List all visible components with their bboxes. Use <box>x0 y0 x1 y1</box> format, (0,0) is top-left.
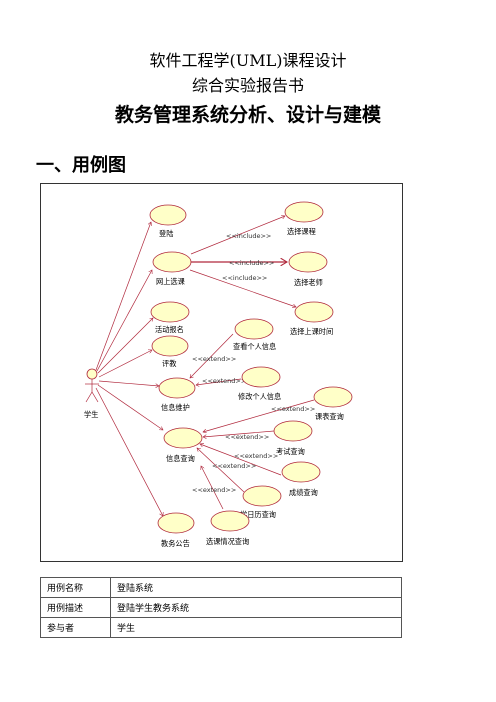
use-case-description-table: 用例名称 登陆系统 用例描述 登陆学生教务系统 参与者 学生 <box>40 577 402 638</box>
extend-label-2: <<extend>> <box>202 377 246 385</box>
extend-label-4: <<extend>> <box>225 433 269 441</box>
table-row: 用例名称 登陆系统 <box>40 577 402 598</box>
use-case-login: 登陆 <box>149 204 187 238</box>
svg-text:登陆: 登陆 <box>159 229 173 238</box>
svg-text:信息维护: 信息维护 <box>161 403 190 412</box>
extend-label-3: <<extend>> <box>271 405 315 413</box>
svg-text:学日历查询: 学日历查询 <box>240 510 276 519</box>
include-label-1: <<include>> <box>226 232 271 240</box>
report-title-line3: 教务管理系统分析、设计与建模 <box>114 104 381 126</box>
table-key-cell: 用例名称 <box>40 577 111 598</box>
use-case-notice: 教务公告 <box>157 512 195 548</box>
table-value-cell: 登陆学生教务系统 <box>110 597 402 618</box>
use-case-select-course: 选择课程 <box>284 201 324 236</box>
svg-text:选择老师: 选择老师 <box>294 278 323 287</box>
use-case-select-teacher: 选择老师 <box>288 251 328 287</box>
include-label-3: <<include>> <box>222 274 267 282</box>
use-case-info-maintain: 信息维护 <box>158 377 196 412</box>
use-case-edit-personal: 修改个人信息 <box>238 366 281 401</box>
use-case-selection-query: 选课情况查询 <box>206 510 250 546</box>
svg-text:选择上课时间: 选择上课时间 <box>290 327 333 336</box>
svg-text:信息查询: 信息查询 <box>166 454 195 463</box>
actor-student <box>85 368 99 403</box>
extend-label-5: <<extend>> <box>234 452 278 460</box>
use-case-evaluation: 评教 <box>151 335 189 368</box>
extend-label-6: <<extend>> <box>212 462 256 470</box>
table-row: 参与者 学生 <box>40 617 402 638</box>
table-value-cell: 学生 <box>110 617 402 638</box>
svg-text:成绩查询: 成绩查询 <box>289 488 318 497</box>
table-row: 用例描述 登陆学生教务系统 <box>40 597 402 618</box>
table-key-cell: 参与者 <box>40 617 111 638</box>
use-case-exam-query: 考试查询 <box>273 420 313 456</box>
extend-label-7: <<extend>> <box>192 486 236 494</box>
svg-text:选择课程: 选择课程 <box>287 227 316 236</box>
use-case-diagram-frame <box>40 183 403 562</box>
section-heading: 一、用例图 <box>36 155 126 176</box>
actor-associations <box>95 222 163 516</box>
use-case-select-time: 选择上课时间 <box>290 301 334 336</box>
use-case-info-query: 信息查询 <box>163 427 203 463</box>
actor-label: 学生 <box>84 410 98 419</box>
svg-text:活动报名: 活动报名 <box>155 325 184 334</box>
svg-text:网上选课: 网上选课 <box>156 277 185 286</box>
report-title-line2: 综合实验报告书 <box>191 76 304 95</box>
svg-text:修改个人信息: 修改个人信息 <box>238 392 281 401</box>
include-label-2: <<include>> <box>229 259 274 267</box>
report-title-line1: 软件工程学(UML)课程设计 <box>149 51 347 70</box>
svg-text:评教: 评教 <box>162 359 176 368</box>
use-case-score-query: 成绩查询 <box>281 461 321 497</box>
use-case-view-personal: 查看个人信息 <box>233 318 276 351</box>
use-case-online-select: 网上选课 <box>152 251 192 286</box>
relation-lines <box>190 216 315 510</box>
svg-text:考试查询: 考试查询 <box>276 447 305 456</box>
use-case-calendar-query: 学日历查询 <box>240 485 282 519</box>
svg-text:课表查询: 课表查询 <box>315 412 344 421</box>
use-case-timetable-query: 课表查询 <box>313 386 353 421</box>
use-case-activity-signup: 活动报名 <box>150 301 190 334</box>
table-value-cell: 登陆系统 <box>110 577 402 598</box>
svg-text:查看个人信息: 查看个人信息 <box>233 342 276 351</box>
svg-text:选课情况查询: 选课情况查询 <box>206 537 249 546</box>
svg-text:教务公告: 教务公告 <box>161 539 190 548</box>
table-key-cell: 用例描述 <box>40 597 111 618</box>
extend-label-1: <<extend>> <box>192 355 236 363</box>
